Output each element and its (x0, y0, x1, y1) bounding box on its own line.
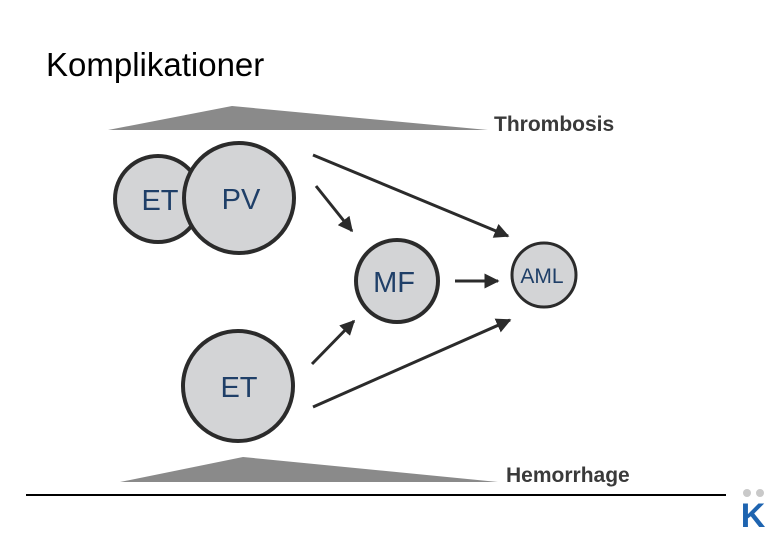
logo-letter: K (741, 497, 766, 532)
mf-node (354, 238, 440, 324)
et-bottom-node (181, 329, 295, 443)
et-bottom-label: ET (220, 372, 257, 404)
arrow-pv-to-mf (314, 185, 354, 233)
mf-label: MF (373, 267, 415, 299)
arrow-et-to-mf (310, 319, 356, 366)
thrombosis-label: Thrombosis (494, 113, 614, 136)
pv-label: PV (222, 184, 261, 216)
slide-title: Komplikationer (46, 46, 265, 83)
aml-label: AML (520, 265, 563, 288)
arrow-pv-to-aml (312, 153, 510, 238)
hemorrhage-label: Hemorrhage (506, 464, 630, 487)
pv-node (182, 141, 296, 255)
arrow-et-to-aml (312, 318, 512, 409)
footer-divider (26, 494, 726, 496)
thrombosis-gradient-triangle (108, 106, 488, 130)
k-logo-icon: K (741, 489, 766, 532)
et-top-label: ET (141, 185, 178, 217)
hemorrhage-gradient-triangle (120, 457, 498, 482)
aml-node (510, 241, 578, 309)
